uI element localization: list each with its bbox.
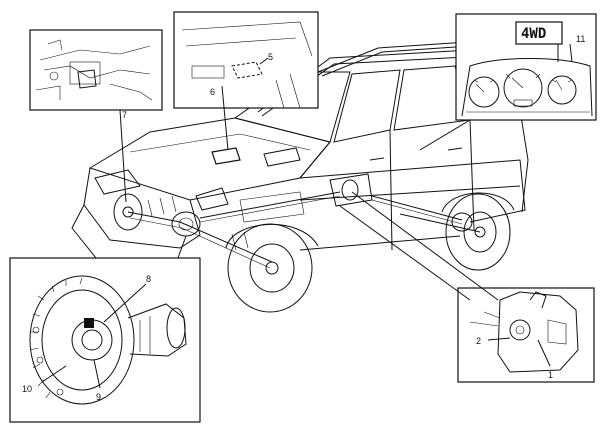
fuel-gauge-icon (547, 75, 577, 105)
vehicle-outline (71, 41, 529, 263)
callout-7: 7 (122, 110, 127, 120)
callout-6: 6 (210, 87, 215, 97)
4wd-indicator-text: 4WD (521, 26, 546, 42)
inset-instrument-cluster: 4WD 11 (419, 13, 597, 151)
inset-engine-bay: 7 (29, 29, 163, 203)
speedometer-icon (503, 68, 543, 108)
callout-10: 10 (22, 384, 32, 394)
4wd-indicator-lamp (515, 21, 563, 45)
tachometer-icon (468, 76, 500, 108)
callout-2: 2 (476, 336, 481, 346)
inset-transfer-switch: 2 1 (339, 191, 595, 383)
callout-1: 1 (548, 370, 553, 380)
drivetrain (127, 173, 481, 269)
callout-8: 8 (146, 274, 151, 284)
actuator-switch-icon (84, 318, 94, 328)
callout-5: 5 (268, 52, 273, 62)
inset-front-differential: 8 9 10 (9, 235, 201, 423)
rear-right-wheel (441, 192, 515, 271)
callout-9: 9 (96, 392, 101, 402)
front-left-wheel (113, 193, 143, 231)
callout-11: 11 (576, 34, 585, 44)
front-right-wheel (225, 223, 319, 313)
inset-control-module: 5 6 (173, 11, 319, 151)
